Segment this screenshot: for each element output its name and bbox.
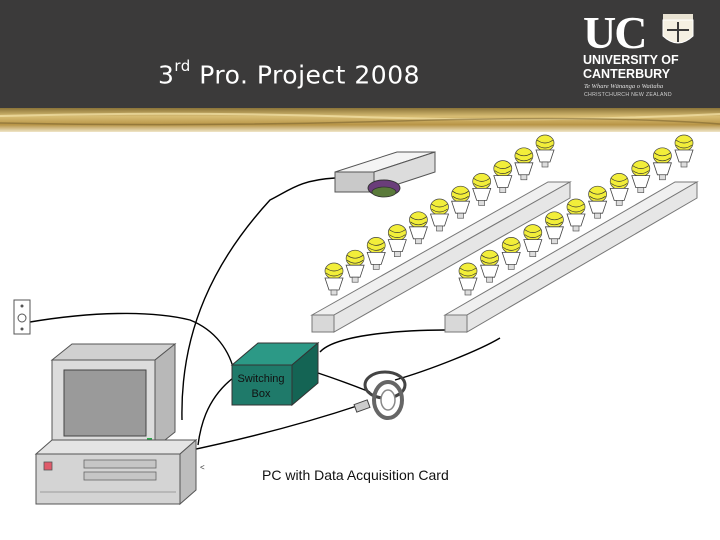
lamp-icon — [480, 249, 500, 283]
lamp-icon — [588, 185, 608, 219]
logo-monogram: UC — [583, 8, 645, 58]
lamp-icon — [514, 147, 534, 181]
ceiling-sensor — [334, 151, 436, 198]
lamp-icon — [345, 249, 365, 283]
lamps-row-left — [324, 134, 555, 296]
lamp-icon — [429, 198, 450, 232]
lamp-icon — [609, 173, 629, 206]
lamp-icon — [566, 198, 586, 232]
lamp-icon — [451, 185, 471, 219]
lamp-icon — [535, 134, 555, 168]
switching-box — [230, 341, 320, 407]
pc-tower-icon: < — [34, 438, 205, 506]
cable-sensor-to-pc — [181, 177, 336, 421]
lamp-icon — [523, 224, 543, 257]
current-clamp-icon — [353, 370, 407, 420]
logo-location: CHRISTCHURCH NEW ZEALAND — [584, 92, 672, 98]
lamp-icon — [458, 262, 478, 296]
pc-label: PC with Data Acquisition Card — [262, 467, 449, 483]
logo-tagline: Te Whare Wānanga o Waitaha — [584, 83, 663, 90]
system-diagram: Switching Box < PC with Data Acquisition… — [13, 134, 699, 506]
lamp-icon — [674, 134, 694, 168]
cable-outlet-to-switch — [29, 312, 236, 376]
decorative-gold-band — [0, 108, 720, 132]
lamp-icon — [472, 173, 492, 206]
lamp-icon — [652, 147, 672, 181]
lamp-icon — [544, 211, 564, 245]
title-bar: 3rd Pro. Project 2008 UC UNIVERSITY OF C… — [0, 0, 720, 108]
cable-pc-to-meter — [181, 404, 361, 453]
svg-text:<: < — [200, 463, 205, 472]
lamp-icon — [408, 211, 428, 245]
crest-icon — [662, 14, 694, 44]
lamp-icon — [631, 160, 651, 193]
lamp-icon — [493, 160, 513, 193]
switching-box-label-line2: Box — [252, 388, 271, 400]
cable-switch-to-pc — [197, 377, 234, 446]
wall-outlet-icon — [13, 299, 31, 335]
switching-box-label-line1: Switching — [237, 373, 284, 385]
lamp-icon — [501, 237, 521, 270]
lamp-icon — [324, 262, 344, 296]
cable-switch-to-meter — [317, 372, 371, 393]
logo-line2: CANTERBURY — [583, 67, 671, 81]
pc-monitor-icon — [50, 342, 177, 450]
lamp-icon — [366, 237, 386, 270]
lamp-icon — [387, 224, 407, 257]
university-logo: UC UNIVERSITY OF CANTERBURY Te Whare Wān… — [583, 8, 694, 98]
page-title: 3rd Pro. Project 2008 — [158, 57, 421, 90]
logo-line1: UNIVERSITY OF — [583, 53, 679, 67]
cable-meter-to-rail — [394, 337, 501, 381]
lamps-row-right — [458, 134, 694, 296]
rail-left — [310, 181, 572, 333]
cable-rail-to-switch — [319, 329, 446, 353]
rail-right — [443, 181, 699, 333]
